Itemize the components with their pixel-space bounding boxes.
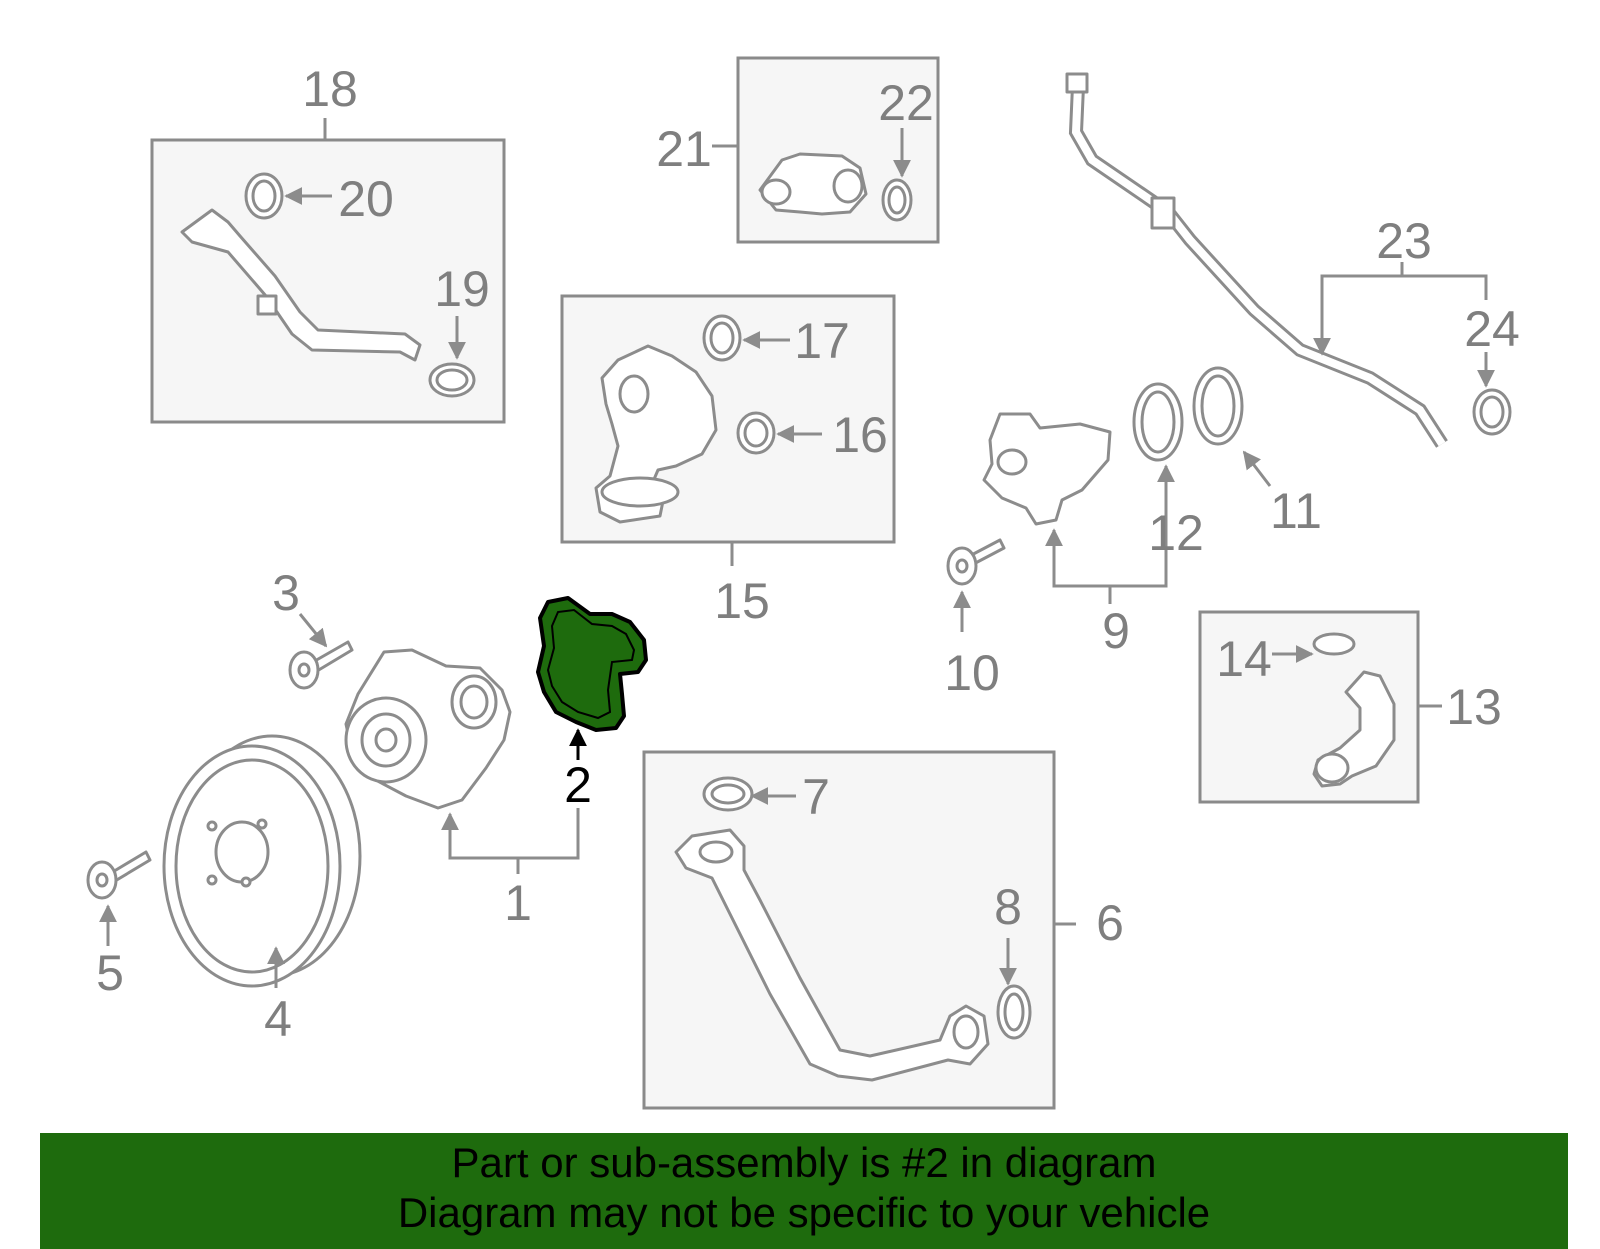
gasket-2: [536, 596, 648, 732]
box-21-connector: [712, 56, 940, 244]
label-1: 1: [504, 875, 532, 931]
label-18: 18: [302, 61, 358, 117]
label-21: 21: [656, 121, 712, 177]
label-13: 13: [1446, 679, 1502, 735]
label-5: 5: [96, 945, 124, 1001]
label-2: 2: [564, 757, 592, 813]
label-6: 6: [1096, 895, 1124, 951]
label-17: 17: [794, 313, 850, 369]
label-23: 23: [1376, 213, 1432, 269]
info-banner: Part or sub-assembly is #2 in diagram Di…: [40, 1133, 1568, 1249]
coolant-tube-6: [674, 828, 990, 1082]
group-9-outlet-housing: [946, 366, 1272, 632]
group-1-water-pump: [288, 613, 580, 874]
label-3: 3: [272, 565, 300, 621]
label-16: 16: [832, 407, 888, 463]
label-24: 24: [1464, 301, 1520, 357]
coolant-pipe-18: [180, 208, 422, 362]
group-4-pulley: [86, 734, 362, 988]
o-ring-14: [1312, 632, 1356, 656]
box-15-thermostat-housing: [560, 294, 896, 566]
label-22: 22: [878, 75, 934, 131]
box-13-elbow: [1198, 610, 1442, 804]
label-9: 9: [1102, 603, 1130, 659]
label-11: 11: [1270, 483, 1322, 539]
banner-line-2: Diagram may not be specific to your vehi…: [397, 1189, 1211, 1236]
callout-labels: 1 2 3 4 5 6 7 8 9 10 11 12 13 14 15 16 1…: [96, 61, 1520, 1047]
box-18-pipe-assembly: [150, 118, 506, 424]
label-14: 14: [1216, 631, 1272, 687]
label-20: 20: [338, 171, 394, 227]
label-15: 15: [714, 573, 770, 629]
pipe-23-assembly: [1065, 72, 1512, 448]
banner-line-1: Part or sub-assembly is #2 in diagram: [451, 1139, 1157, 1186]
label-10: 10: [944, 645, 1000, 701]
box-6-tube-assembly: [642, 750, 1076, 1110]
label-19: 19: [434, 261, 490, 317]
label-4: 4: [264, 991, 292, 1047]
outlet-housing-9: [982, 412, 1112, 526]
label-7: 7: [802, 769, 830, 825]
gasket-2-highlighted[interactable]: [536, 596, 648, 760]
label-12: 12: [1148, 505, 1204, 561]
label-8: 8: [994, 879, 1022, 935]
